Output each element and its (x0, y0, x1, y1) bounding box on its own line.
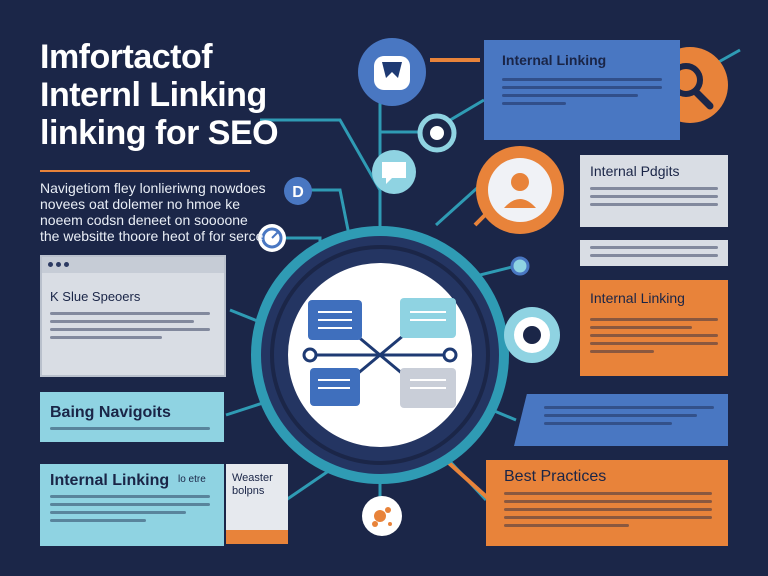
internal-linking-left-note: lo etre (178, 474, 206, 485)
node-dot (510, 256, 530, 276)
internal-linking-top-title: Internal Linking (502, 52, 607, 68)
bug-icon (362, 496, 402, 536)
subtitle: Navigetiom fley lonlieriwng nowdoes nove… (40, 180, 266, 244)
title-underline (40, 170, 250, 172)
target-icon (504, 307, 560, 363)
navigation-card-title: Baing Navigoits (50, 404, 171, 421)
browser-bar (42, 257, 224, 273)
browser-card-title: K Slue Speoers (50, 289, 141, 304)
browser-card: K Slue Speoers (40, 255, 226, 377)
best-practices-card: Best Practices (486, 460, 728, 546)
small-grey-card (580, 240, 728, 266)
internal-pages-card: Internal Pdgits (580, 155, 728, 227)
svg-text:D: D (292, 184, 304, 201)
person-icon (476, 146, 564, 234)
chat-icon (372, 150, 416, 194)
internal-linking-card-top: Internal Linking (484, 40, 680, 140)
ring-node-icon (417, 113, 457, 153)
internal-linking-left-title: Internal Linking (50, 472, 170, 489)
internal-linking-right-title: Internal Linking (590, 290, 685, 306)
page-title: Imfortactof Internl Linking linking for … (40, 38, 340, 152)
mini-card-title: Weaster bolpns (232, 472, 273, 497)
internal-linking-card-left: Internal Linking lo etre (40, 464, 224, 546)
shield-icon (358, 38, 426, 106)
clock-icon (258, 224, 286, 252)
mini-card: Weaster bolpns (226, 464, 288, 544)
internal-pages-title: Internal Pdgits (590, 163, 680, 179)
best-practices-title: Best Practices (504, 468, 607, 485)
title-line-1: Imfortactof (40, 38, 213, 76)
blue-note-card (514, 394, 728, 446)
internal-linking-card-right: Internal Linking (580, 280, 728, 376)
title-line-2: Internl Linking (40, 76, 267, 114)
d-badge-icon: D (284, 177, 312, 205)
title-line-3: linking for SEO (40, 114, 279, 152)
network-icon (302, 298, 458, 408)
navigation-card: Baing Navigoits (40, 392, 224, 442)
